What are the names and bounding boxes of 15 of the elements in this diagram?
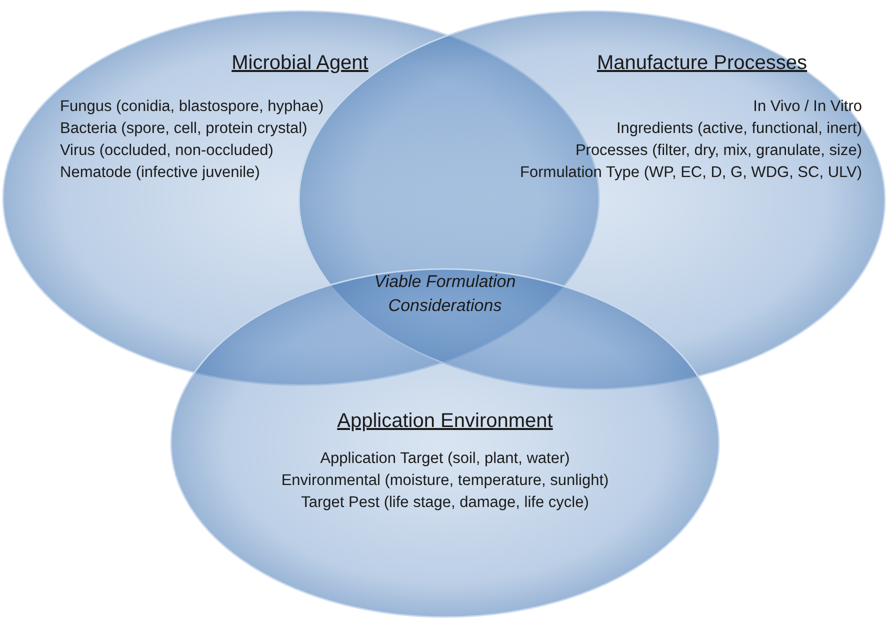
set-heading: Microbial Agent bbox=[232, 51, 368, 76]
list-item: Formulation Type (WP, EC, D, G, WDG, SC, ULV) bbox=[520, 163, 862, 183]
list-item: Bacteria (spore, cell, protein crystal) bbox=[60, 119, 308, 139]
list-item: Target Pest (life stage, damage, life cycle) bbox=[301, 493, 589, 513]
list-item: Processes (filter, dry, mix, granulate, size) bbox=[575, 141, 862, 161]
overlap-label: Viable Formulation Considerations bbox=[373, 271, 517, 317]
set-heading: Application Environment bbox=[337, 409, 553, 434]
list-item: Environmental (moisture, temperature, sunlight) bbox=[281, 471, 609, 491]
list-item: Nematode (infective juvenile) bbox=[60, 163, 260, 183]
list-item: Ingredients (active, functional, inert) bbox=[616, 119, 862, 139]
list-item: In Vivo / In Vitro bbox=[753, 97, 862, 117]
set-heading: Manufacture Processes bbox=[596, 51, 808, 76]
list-item: Application Target (soil, plant, water) bbox=[320, 449, 570, 469]
list-item: Virus (occluded, non-occluded) bbox=[60, 141, 274, 161]
list-item: Fungus (conidia, blastospore, hyphae) bbox=[60, 97, 324, 117]
